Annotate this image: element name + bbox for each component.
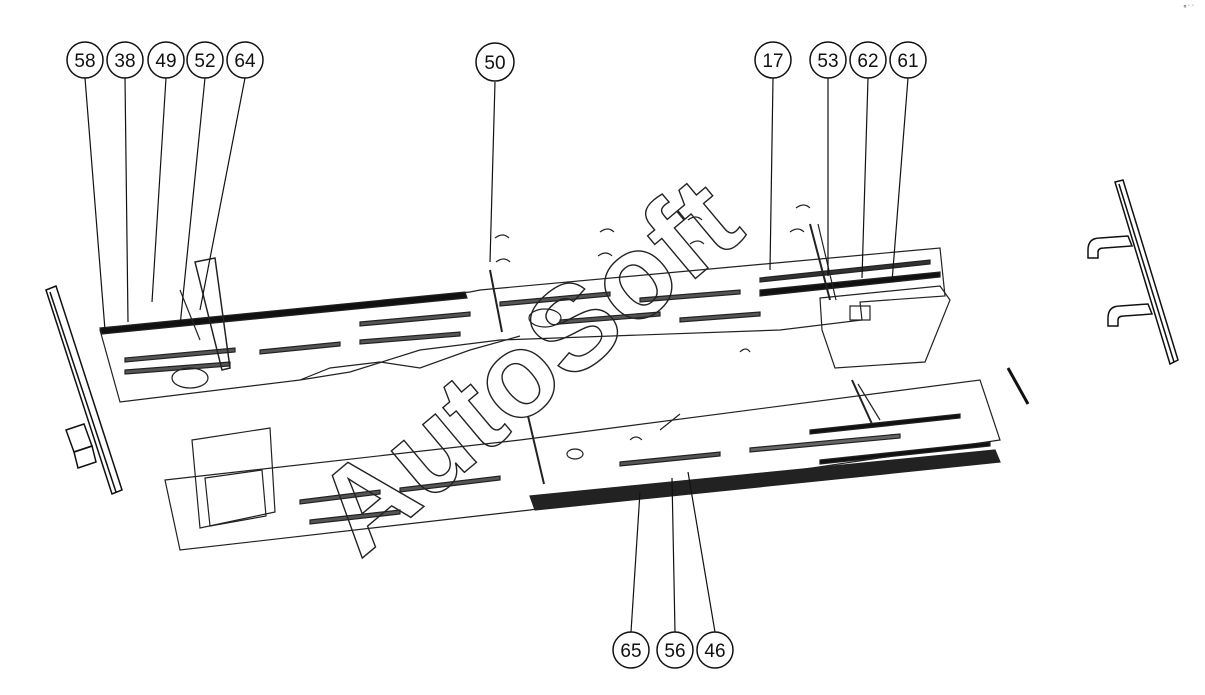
callout-58: 58 (66, 41, 104, 79)
callout-38-label: 38 (114, 51, 135, 72)
callout-61-label: 61 (897, 51, 918, 72)
callout-58-label: 58 (74, 51, 95, 72)
callout-49: 49 (147, 41, 185, 79)
callout-53: 53 (809, 41, 847, 79)
loose-pin (1006, 367, 1030, 405)
callout-38: 38 (106, 41, 144, 79)
callout-62-label: 62 (857, 51, 878, 72)
callout-46-label: 46 (704, 641, 725, 662)
callout-56-label: 56 (664, 641, 685, 662)
callout-17: 17 (754, 41, 792, 79)
callout-46: 46 (696, 631, 734, 669)
callout-61: 61 (889, 41, 927, 79)
callout-52-label: 52 (194, 51, 215, 72)
callout-52: 52 (186, 41, 224, 79)
upper-floor-panel (99, 204, 951, 403)
callout-62: 62 (849, 41, 887, 79)
callout-64: 64 (226, 41, 264, 79)
callout-64-label: 64 (234, 51, 256, 72)
callout-65: 65 (612, 631, 650, 669)
callout-17-label: 17 (762, 51, 783, 72)
callout-50-label: 50 (484, 53, 505, 74)
lower-floor-panel (164, 379, 1001, 551)
callout-56: 56 (656, 631, 694, 669)
callout-53-label: 53 (817, 51, 838, 72)
callout-65-label: 65 (620, 641, 641, 662)
right-step-bar (1087, 179, 1179, 366)
corner-mark: °˙˙ (1183, 4, 1195, 13)
callout-49-label: 49 (155, 51, 176, 72)
leader-lines (84, 77, 909, 633)
watermark: AutoSoft (291, 152, 765, 580)
callout-50: 50 (475, 42, 515, 82)
left-end-bumper (45, 285, 123, 495)
